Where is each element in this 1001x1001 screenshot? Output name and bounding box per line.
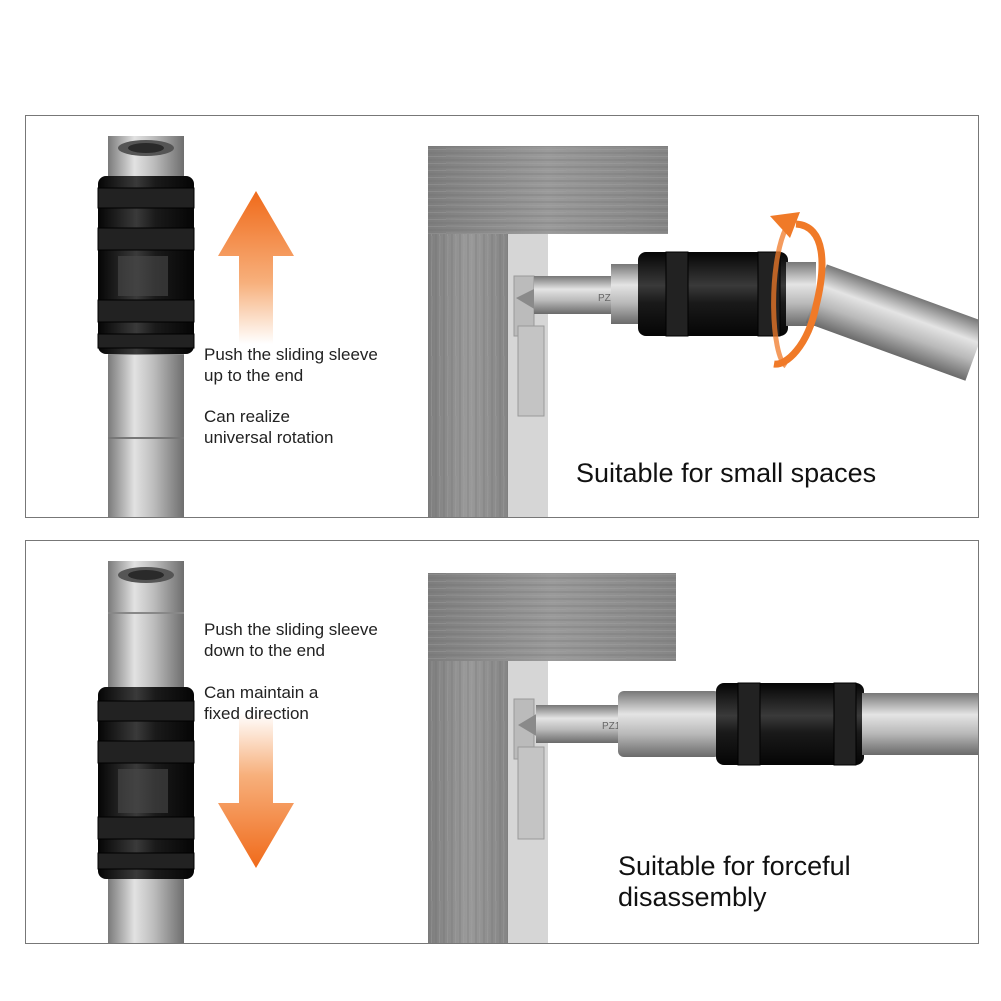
vertical-tool-fixed [97,561,195,943]
note-line: down to the end [204,641,325,660]
rotation-arrow-icon [770,212,826,369]
caption-line: disassembly [618,882,767,912]
note-line: Can maintain a [204,683,319,702]
panel-fixed-direction: PZ1 Push the sliding sleeve down to the … [25,540,979,944]
caption-small-spaces: Suitable for small spaces [576,458,877,488]
caption-line: Suitable for forceful [618,851,851,881]
note-rotation: Can realize universal rotation [204,406,333,448]
note-push-down: Push the sliding sleeve down to the end [204,619,378,661]
note-line: Push the sliding sleeve [204,345,378,364]
note-line: universal rotation [204,428,334,447]
top-illustration: PZ1 [97,136,978,517]
note-line: Push the sliding sleeve [204,620,378,639]
angled-driver: PZ1 [516,251,978,381]
bit-label: PZ1 [602,721,621,732]
arrow-up-icon [218,191,294,344]
note-line: fixed direction [204,704,309,723]
bottom-illustration: PZ1 [97,561,978,943]
wood-scene-bottom [428,573,676,943]
note-line: up to the end [204,366,304,385]
wood-scene-top [428,146,668,517]
caption-forceful-disassembly: Suitable for forceful disassembly [618,851,851,913]
bit-label: PZ1 [598,293,617,304]
straight-driver: PZ1 [518,682,978,766]
note-fixed: Can maintain a fixed direction [204,682,318,724]
panel-universal-rotation: PZ1 Push the sliding sleeve up to the en… [25,115,979,518]
note-push-up: Push the sliding sleeve up to the end [204,344,378,386]
arrow-down-icon [218,713,294,868]
vertical-tool-rotating [97,136,195,517]
note-line: Can realize [204,407,290,426]
